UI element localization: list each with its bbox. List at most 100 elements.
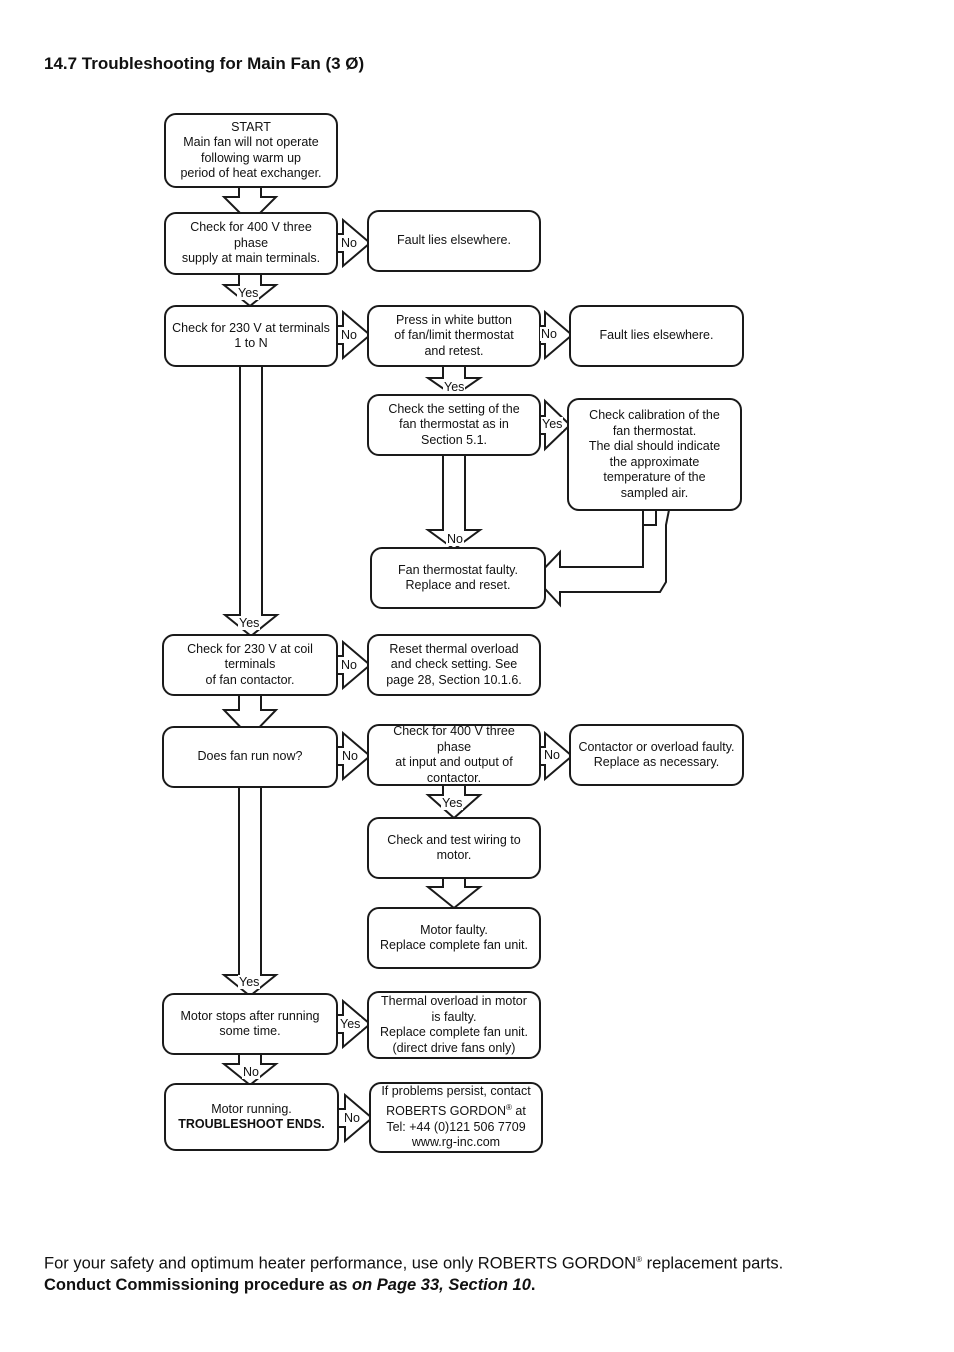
node-fault-elsewhere-2: Fault lies elsewhere. bbox=[569, 305, 744, 367]
node-contactor-faulty: Contactor or overload faulty.Replace as … bbox=[569, 724, 744, 786]
node-text: ROBERTS GORDON bbox=[386, 1104, 507, 1119]
arrow-check230-to-coil bbox=[222, 365, 280, 638]
node-text: TROUBLESHOOT ENDS. bbox=[178, 1117, 325, 1131]
footer-note: For your safety and optimum heater perfo… bbox=[44, 1249, 783, 1296]
node-text: Replace and reset. bbox=[405, 578, 511, 592]
registered-mark: ® bbox=[636, 1255, 642, 1264]
node-text: Tel: +44 (0)121 506 7709 bbox=[386, 1119, 526, 1134]
node-text: Motor stops after running bbox=[180, 1008, 320, 1023]
page-title: 14.7 Troubleshooting for Main Fan (3 Ø) bbox=[44, 54, 365, 73]
node-text: at input and output of bbox=[395, 755, 513, 769]
footer-line-2: Conduct Commissioning procedure as on Pa… bbox=[44, 1275, 783, 1296]
footer-text: For your safety and optimum heater perfo… bbox=[44, 1254, 637, 1273]
label-no: No bbox=[543, 748, 561, 762]
label-no: No bbox=[242, 1065, 260, 1079]
node-text: fan thermostat as in bbox=[399, 417, 509, 432]
node-text: Does fan run now? bbox=[197, 749, 303, 764]
node-text: Replace as necessary. bbox=[593, 755, 720, 769]
footer-reference: on Page 33, Section 10 bbox=[352, 1275, 531, 1294]
node-text: sampled air. bbox=[620, 485, 689, 500]
label-yes: Yes bbox=[339, 1017, 362, 1031]
node-text: Thermal overload in motor bbox=[381, 994, 527, 1008]
node-text: Replace complete fan unit. bbox=[379, 1025, 528, 1039]
label-no: No bbox=[340, 658, 358, 672]
node-text: contactor. bbox=[426, 770, 482, 785]
node-text: Check calibration of the bbox=[589, 408, 720, 422]
node-text: temperature of the bbox=[603, 470, 706, 484]
footer-text: Conduct Commissioning procedure as bbox=[44, 1275, 353, 1294]
arrow-start-to-check400 bbox=[221, 186, 279, 225]
label-no: No bbox=[341, 749, 359, 763]
node-contact-roberts-gordon: If problems persist, contact ROBERTS GOR… bbox=[369, 1082, 543, 1153]
node-text: Press in white button bbox=[395, 312, 513, 327]
node-fan-thermostat-faulty: Fan thermostat faulty.Replace and reset. bbox=[370, 547, 546, 609]
node-motor-faulty: Motor faulty.Replace complete fan unit. bbox=[367, 907, 541, 969]
label-no: No bbox=[343, 1111, 361, 1125]
arrow-calibration-to-fanthermo bbox=[533, 509, 671, 608]
node-text: some time. bbox=[219, 1024, 281, 1038]
node-text: Fault lies elsewhere. bbox=[599, 328, 714, 343]
node-text: Motor running. bbox=[211, 1101, 292, 1116]
arrow-fanrun-to-motorstops bbox=[221, 786, 279, 998]
node-text: Check for 230 V at terminals bbox=[172, 320, 330, 335]
node-text: START bbox=[231, 119, 271, 134]
label-yes: Yes bbox=[237, 286, 260, 300]
label-yes: Yes bbox=[443, 380, 466, 394]
node-text: Reset thermal overload bbox=[389, 641, 519, 656]
node-text: supply at main terminals. bbox=[181, 251, 321, 266]
node-text: Check for 400 V three phase bbox=[190, 220, 312, 250]
node-text: Section 5.1. bbox=[420, 432, 487, 447]
node-motor-running: Motor running.TROUBLESHOOT ENDS. bbox=[164, 1083, 339, 1151]
node-text: Contactor or overload faulty. bbox=[578, 739, 735, 754]
node-text: 1 to N bbox=[234, 336, 268, 350]
label-no: No bbox=[540, 327, 558, 341]
label-no: No bbox=[340, 236, 358, 250]
node-text: Check the setting of the bbox=[388, 401, 520, 416]
label-no: No bbox=[446, 532, 464, 546]
label-yes: Yes bbox=[441, 796, 464, 810]
node-text: and check setting. See bbox=[390, 657, 518, 672]
node-text: Motor faulty. bbox=[420, 922, 488, 937]
node-does-fan-run: Does fan run now? bbox=[162, 726, 338, 788]
node-text: The dial should indicate bbox=[588, 439, 721, 453]
node-text: following warm up bbox=[200, 150, 302, 165]
arrow-wiring-to-motorfaulty bbox=[425, 876, 483, 910]
label-no: No bbox=[340, 328, 358, 342]
node-text: Check for 400 V three phase bbox=[393, 724, 515, 754]
node-text: of fan contactor. bbox=[205, 672, 295, 687]
arrow-coil-to-fanrun bbox=[221, 694, 279, 739]
node-text: fan thermostat. bbox=[612, 423, 697, 438]
node-text: Main fan will not operate bbox=[183, 135, 319, 149]
node-text: Check for 230 V at coil bbox=[187, 641, 313, 656]
node-text: the approximate bbox=[609, 454, 700, 469]
node-text: (direct drive fans only) bbox=[392, 1040, 516, 1055]
arrow-setting-to-fanthermo bbox=[424, 454, 484, 551]
node-text: is faulty. bbox=[431, 1009, 477, 1024]
node-text: If problems persist, contact bbox=[381, 1084, 531, 1099]
node-text: terminals bbox=[224, 657, 276, 672]
label-yes: Yes bbox=[238, 616, 261, 630]
node-text: and retest. bbox=[424, 343, 484, 358]
node-text: period of heat exchanger. bbox=[180, 166, 322, 180]
node-text: at bbox=[511, 1104, 526, 1119]
node-text: www.rg-inc.com bbox=[411, 1135, 501, 1150]
node-text: page 28, Section 10.1.6. bbox=[386, 672, 522, 687]
footer-text: replacement parts. bbox=[642, 1254, 784, 1273]
footer-line-1: For your safety and optimum heater perfo… bbox=[44, 1249, 783, 1275]
label-yes: Yes bbox=[541, 417, 564, 431]
label-yes: Yes bbox=[238, 975, 261, 989]
node-text: Replace complete fan unit. bbox=[379, 938, 528, 952]
footer-text: . bbox=[530, 1275, 536, 1294]
registered-mark: ® bbox=[506, 1102, 512, 1112]
